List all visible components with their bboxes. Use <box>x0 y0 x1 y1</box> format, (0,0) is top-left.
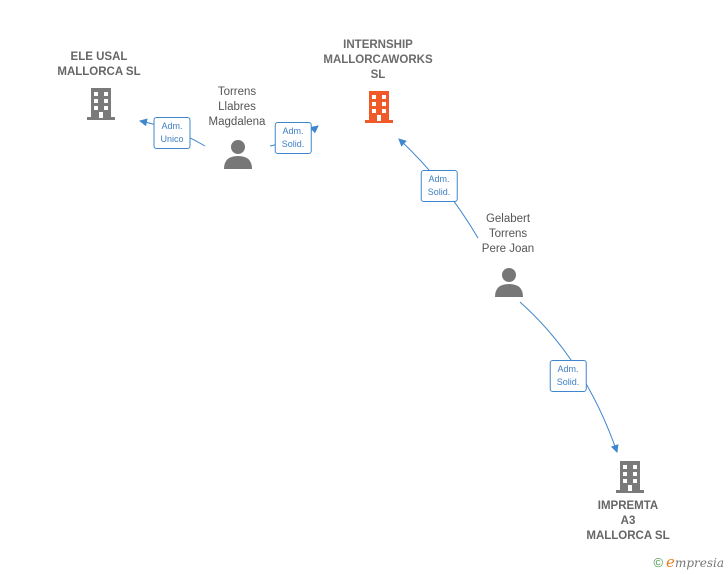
brand-initial: e <box>666 553 675 571</box>
edge-label-adm-solid[interactable]: Adm. Solid. <box>420 170 458 202</box>
node-label-line: SL <box>370 69 386 81</box>
edge-label-line: Unico <box>160 134 184 144</box>
edge-label-adm-solid[interactable]: Adm. Solid. <box>274 122 312 154</box>
node-label-torrens: Torrens Llabres Magdalena <box>209 85 266 130</box>
edge-label-line: Adm. <box>161 121 183 131</box>
edge-label-line: Adm. <box>557 364 579 374</box>
node-label-line: MALLORCA SL <box>586 530 670 542</box>
edge-label-line: Adm. <box>428 174 450 184</box>
empresia-logo[interactable]: © empresia <box>653 553 724 571</box>
copyright-icon: © <box>653 554 664 570</box>
node-label-line: MALLORCA SL <box>57 66 141 78</box>
brand-name: mpresia <box>674 556 724 570</box>
node-label-line: MALLORCAWORKS <box>323 54 433 66</box>
node-label-line: Torrens <box>488 228 528 240</box>
building-icon[interactable] <box>614 459 646 493</box>
node-label-line: Llabres <box>218 101 256 113</box>
node-label-line: Pere Joan <box>481 243 535 255</box>
building-icon-main[interactable] <box>363 89 395 123</box>
node-label-line: Torrens <box>217 86 257 98</box>
edge-label-adm-solid[interactable]: Adm. Solid. <box>549 360 587 392</box>
node-label-line: Gelabert <box>485 213 531 225</box>
edge-label-line: Solid. <box>556 377 580 387</box>
edge-label-line: Solid. <box>281 139 305 149</box>
node-label-line: ELE USAL <box>70 51 128 63</box>
node-label-ele-usal: ELE USAL MALLORCA SL <box>57 50 140 80</box>
node-label-impremta: IMPREMTA A3 MALLORCA SL <box>586 499 669 544</box>
node-label-line: INTERNSHIP <box>343 39 413 51</box>
node-label-internship: INTERNSHIP MALLORCAWORKS SL <box>323 38 432 83</box>
node-label-line: IMPREMTA <box>597 500 659 512</box>
edge-label-line: Solid. <box>427 187 451 197</box>
node-label-line: Magdalena <box>208 116 266 128</box>
building-icon[interactable] <box>85 86 117 120</box>
node-label-line: A3 <box>620 515 636 527</box>
person-icon[interactable] <box>223 139 253 169</box>
node-label-gelabert: Gelabert Torrens Pere Joan <box>482 212 534 257</box>
edge-label-adm-unico[interactable]: Adm. Unico <box>153 117 191 149</box>
edge-label-line: Adm. <box>282 126 304 136</box>
person-icon[interactable] <box>494 267 524 297</box>
